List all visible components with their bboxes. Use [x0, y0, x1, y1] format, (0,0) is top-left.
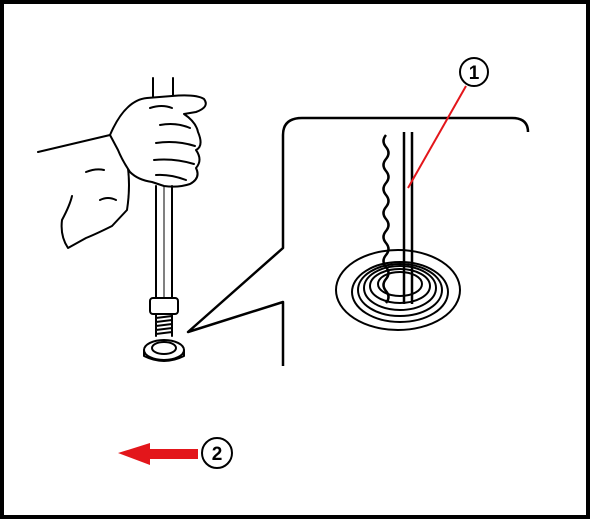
hand-with-rod	[37, 77, 207, 362]
rod-collar	[149, 297, 179, 315]
detail-drain-hole	[335, 132, 461, 331]
sleeve-fold	[85, 168, 117, 201]
hole-thread-4	[369, 268, 431, 304]
callout-1-number: 1	[469, 63, 480, 84]
callout-1-circle	[459, 57, 489, 87]
hand	[109, 94, 207, 188]
drain-plug-rim	[143, 349, 185, 362]
detail-bubble	[186, 116, 530, 366]
callout-2-circle	[201, 437, 233, 469]
callout-1-leader	[407, 85, 467, 189]
hole-opening	[377, 271, 423, 297]
callout-2: 2	[118, 437, 233, 469]
direction-arrow	[118, 443, 198, 465]
wavy-gauge-strip	[382, 134, 390, 304]
hole-thread-2	[357, 263, 443, 317]
drain-plug-inner	[151, 341, 177, 355]
threaded-end	[155, 313, 173, 337]
callout-1: 1	[407, 57, 489, 189]
detail-outline	[186, 116, 530, 366]
hole-thread-3	[363, 265, 437, 311]
finger-lines	[149, 105, 196, 181]
hole-thread-1	[351, 261, 449, 323]
callout-2-number: 2	[212, 444, 223, 465]
